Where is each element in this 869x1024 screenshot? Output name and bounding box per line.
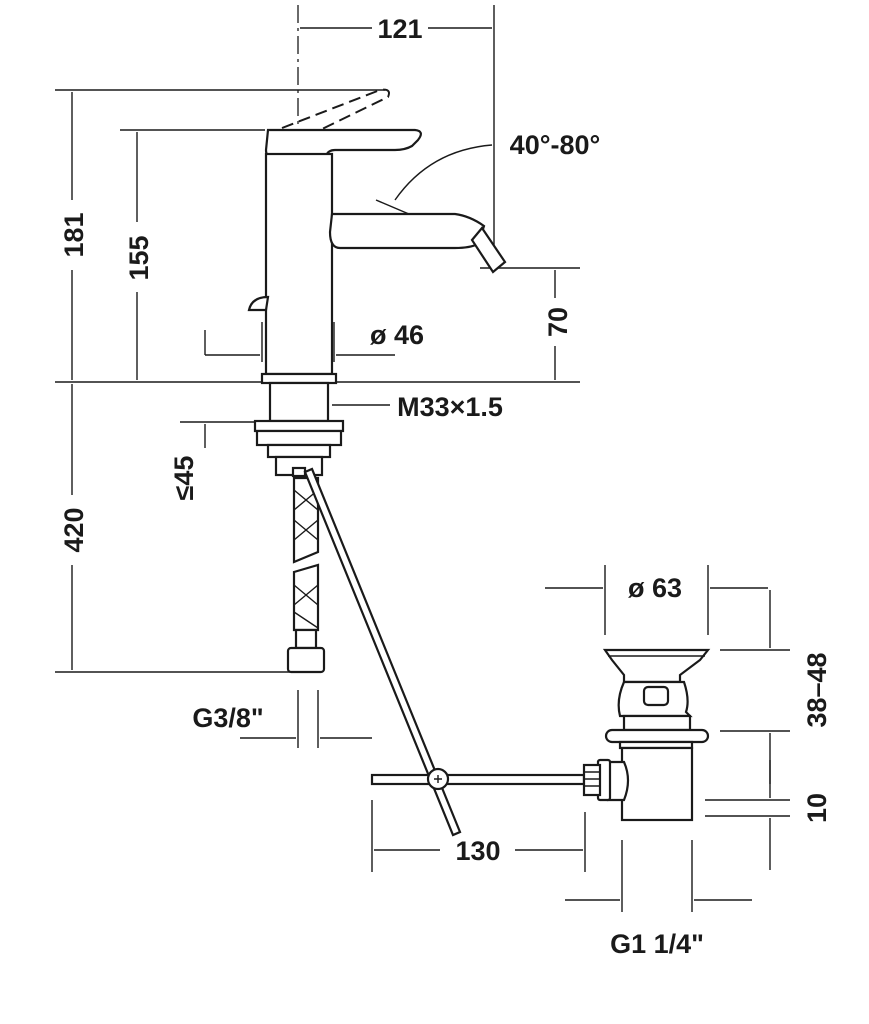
dim-drain-collar: 10 [802,793,832,823]
waste-drain [582,648,711,822]
pop-up-rod [303,467,586,837]
dim-width-121: 121 [377,14,422,44]
dim-drain-range: 38–48 [802,652,832,727]
dim-lever-angle: 40°-80° [510,130,601,160]
dimension-labels: 121 40°-80° 181 155 ø 46 70 M33×1.5 ≤45 … [59,14,832,959]
dim-body-diameter: ø 46 [370,320,424,350]
dim-hose-connection: G3/8" [192,703,263,733]
dim-drain-connection: G1 1/4" [610,929,704,959]
dim-deck-thickness: ≤45 [169,456,199,501]
dim-thread: M33×1.5 [397,392,503,422]
dim-drain-diameter: ø 63 [628,573,682,603]
dim-spout-70: 70 [543,307,573,337]
dim-height-181: 181 [59,212,89,257]
dim-rod-130: 130 [455,836,500,866]
dim-height-155: 155 [124,235,154,280]
mixer-body [247,88,507,478]
dim-hose-420: 420 [59,507,89,552]
supply-hose [286,476,326,674]
